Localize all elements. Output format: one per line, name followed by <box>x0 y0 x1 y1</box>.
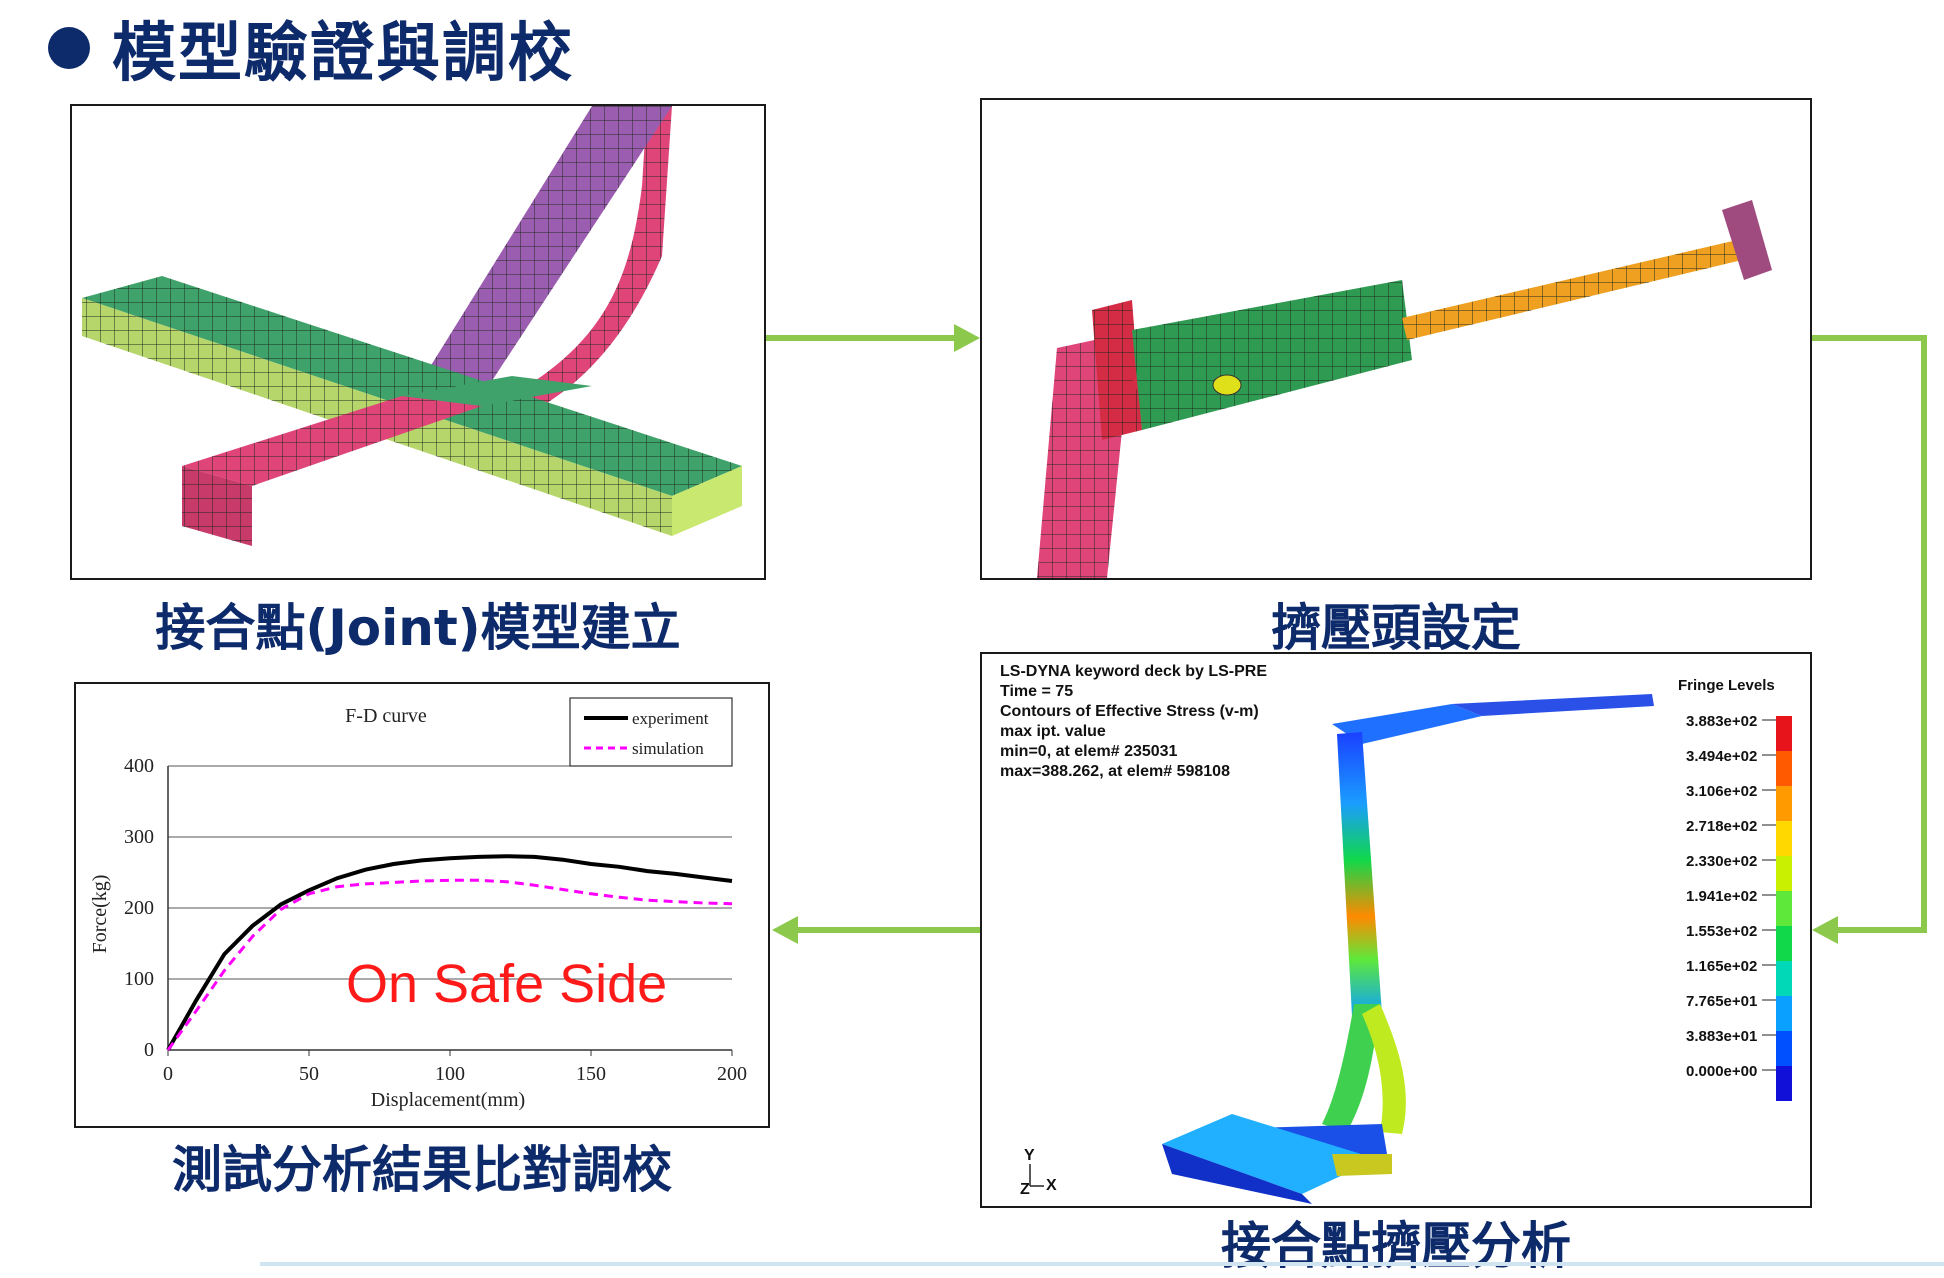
page-title: 模型驗證與調校 <box>112 17 574 91</box>
fringe-swatch <box>1776 996 1792 1031</box>
fringe-swatch <box>1776 1066 1792 1101</box>
analysis-meta-line: max=388.262, at elem# 598108 <box>1000 763 1230 780</box>
fd-chart-panel: 0 50 100 150 200 0 100 200 300 400 F-D curve Dis… <box>74 682 770 1128</box>
analysis-info-text: LS-DYNA keyword deck by LS-PRE Time = 75… <box>1000 663 1267 780</box>
arrow-step2-to-step3 <box>1812 335 1927 933</box>
x-tick-labels: 0 50 100 150 200 <box>163 1050 747 1085</box>
page-heading: 模型驗證與調校 <box>48 6 574 91</box>
fringe-level-label: 3.494e+02 <box>1686 748 1757 765</box>
step1-caption: 接合點(Joint)模型建立 <box>155 599 681 657</box>
fringe-level-label: 3.883e+02 <box>1686 713 1757 730</box>
analysis-meta-line: min=0, at elem# 235031 <box>1000 743 1178 760</box>
step2-caption: 擠壓頭設定 <box>1271 599 1521 657</box>
fringe-level-label: 3.883e+01 <box>1686 1028 1757 1045</box>
chart-title: F-D curve <box>345 705 427 727</box>
fringe-swatch <box>1776 821 1792 856</box>
chart-annotation: On Safe Side <box>346 954 667 1014</box>
legend-label: simulation <box>632 739 704 758</box>
chart-legend: experiment simulation <box>569 697 733 767</box>
fringe-level-label: 0.000e+00 <box>1686 1063 1757 1080</box>
stress-contour-model <box>1162 694 1654 1204</box>
axis-z-label: Z <box>1020 1181 1030 1198</box>
fringe-swatch <box>1776 926 1792 961</box>
arrowhead-step2 <box>954 324 980 352</box>
analysis-meta-line: Contours of Effective Stress (v-m) <box>1000 703 1259 720</box>
step4-caption: 測試分析結果比對調校 <box>172 1141 672 1199</box>
fd-chart: 0 50 100 150 200 0 100 200 300 400 F-D curve Dis… <box>89 697 747 1111</box>
y-tick-labels: 0 100 200 300 400 <box>124 755 154 1061</box>
series-experiment <box>166 854 733 1051</box>
fringe-level-label: 1.165e+02 <box>1686 958 1757 975</box>
fringe-labels: 3.883e+02 3.494e+02 3.106e+02 2.718e+02 2.33… <box>1686 713 1776 1080</box>
fringe-swatch <box>1776 961 1792 996</box>
analysis-meta-line: max ipt. value <box>1000 723 1106 740</box>
fringe-level-label: 7.765e+01 <box>1686 993 1757 1010</box>
ram-setup-panel <box>980 98 1812 580</box>
fringe-swatch <box>1776 856 1792 891</box>
crush-analysis-image: LS-DYNA keyword deck by LS-PRE Time = 75… <box>1000 663 1792 1204</box>
ram-setup-image <box>1037 200 1772 578</box>
y-tick-label: 200 <box>124 897 154 919</box>
fringe-swatch <box>1776 891 1792 926</box>
fringe-level-label: 2.718e+02 <box>1686 818 1757 835</box>
chart-series <box>166 854 733 1051</box>
y-tick-label: 400 <box>124 755 154 777</box>
fringe-level-label: 3.106e+02 <box>1686 783 1757 800</box>
y-axis-label: Force(kg) <box>89 875 111 954</box>
crush-analysis-panel: LS-DYNA keyword deck by LS-PRE Time = 75… <box>980 652 1812 1208</box>
joint-model-panel <box>70 104 766 580</box>
fringe-swatch <box>1776 1031 1792 1066</box>
fringe-legend: Fringe Levels 3.883e+02 3.494e+02 3.106e+0… <box>1678 677 1792 1101</box>
x-axis-label: Displacement(mm) <box>371 1089 525 1111</box>
axis-y-label: Y <box>1024 1147 1035 1164</box>
analysis-meta-line: LS-DYNA keyword deck by LS-PRE <box>1000 663 1267 680</box>
bottom-rule <box>260 1262 1944 1266</box>
joint-model-image <box>82 106 742 546</box>
x-tick-label: 50 <box>299 1063 319 1085</box>
fringe-swatch <box>1776 751 1792 786</box>
x-tick-label: 200 <box>717 1063 747 1085</box>
analysis-meta-line: Time = 75 <box>1000 683 1073 700</box>
arrowhead-step4 <box>772 916 798 944</box>
legend-label: experiment <box>632 709 709 728</box>
y-tick-label: 300 <box>124 826 154 848</box>
fringe-title: Fringe Levels <box>1678 677 1775 694</box>
fringe-level-label: 2.330e+02 <box>1686 853 1757 870</box>
fringe-color-bar <box>1776 716 1792 1101</box>
series-simulation <box>166 878 733 1051</box>
x-tick-label: 0 <box>163 1063 173 1085</box>
fringe-swatch <box>1776 786 1792 821</box>
step3-caption: 接合點擠壓分析 <box>1221 1217 1571 1275</box>
x-tick-label: 150 <box>576 1063 606 1085</box>
axis-x-label: X <box>1046 1177 1057 1194</box>
y-tick-label: 100 <box>124 968 154 990</box>
axis-triad-icon: Y Z X <box>1020 1147 1057 1198</box>
fringe-level-label: 1.941e+02 <box>1686 888 1757 905</box>
bullet-icon <box>48 27 90 69</box>
y-tick-label: 0 <box>144 1039 154 1061</box>
arrowhead-step3 <box>1812 916 1838 944</box>
fringe-swatch <box>1776 716 1792 751</box>
fringe-level-label: 1.553e+02 <box>1686 923 1757 940</box>
x-tick-label: 100 <box>435 1063 465 1085</box>
